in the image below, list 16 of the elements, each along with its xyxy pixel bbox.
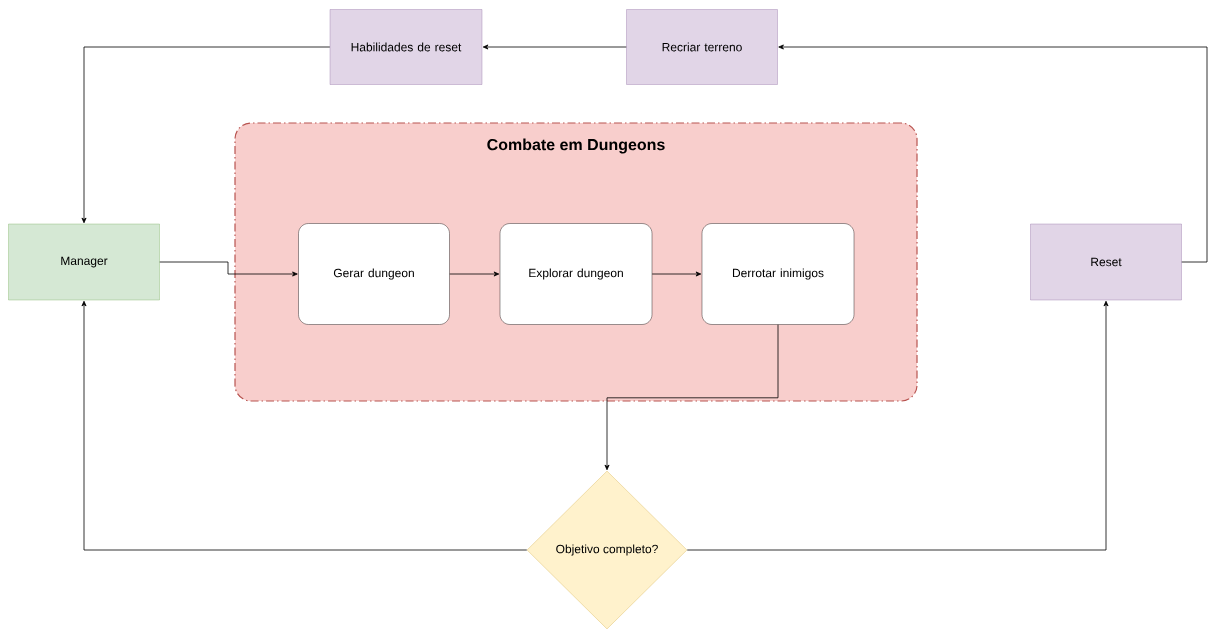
arrow bbox=[81, 300, 528, 551]
process-box: Explorar dungeon bbox=[499, 223, 653, 325]
arrow bbox=[651, 271, 702, 277]
process-box: Manager bbox=[8, 223, 160, 301]
arrow bbox=[449, 271, 500, 277]
arrow bbox=[778, 44, 1208, 263]
arrow bbox=[686, 300, 1109, 551]
arrow bbox=[81, 46, 331, 224]
process-box: Derrotar inimigos bbox=[701, 223, 855, 325]
arrow bbox=[482, 44, 627, 50]
process-box: Habilidades de reset bbox=[329, 9, 483, 85]
arrow bbox=[604, 324, 779, 471]
arrow bbox=[159, 261, 298, 277]
process-box: Reset bbox=[1030, 223, 1182, 301]
process-box: Gerar dungeon bbox=[298, 223, 450, 325]
process-box: Recriar terreno bbox=[626, 9, 778, 85]
